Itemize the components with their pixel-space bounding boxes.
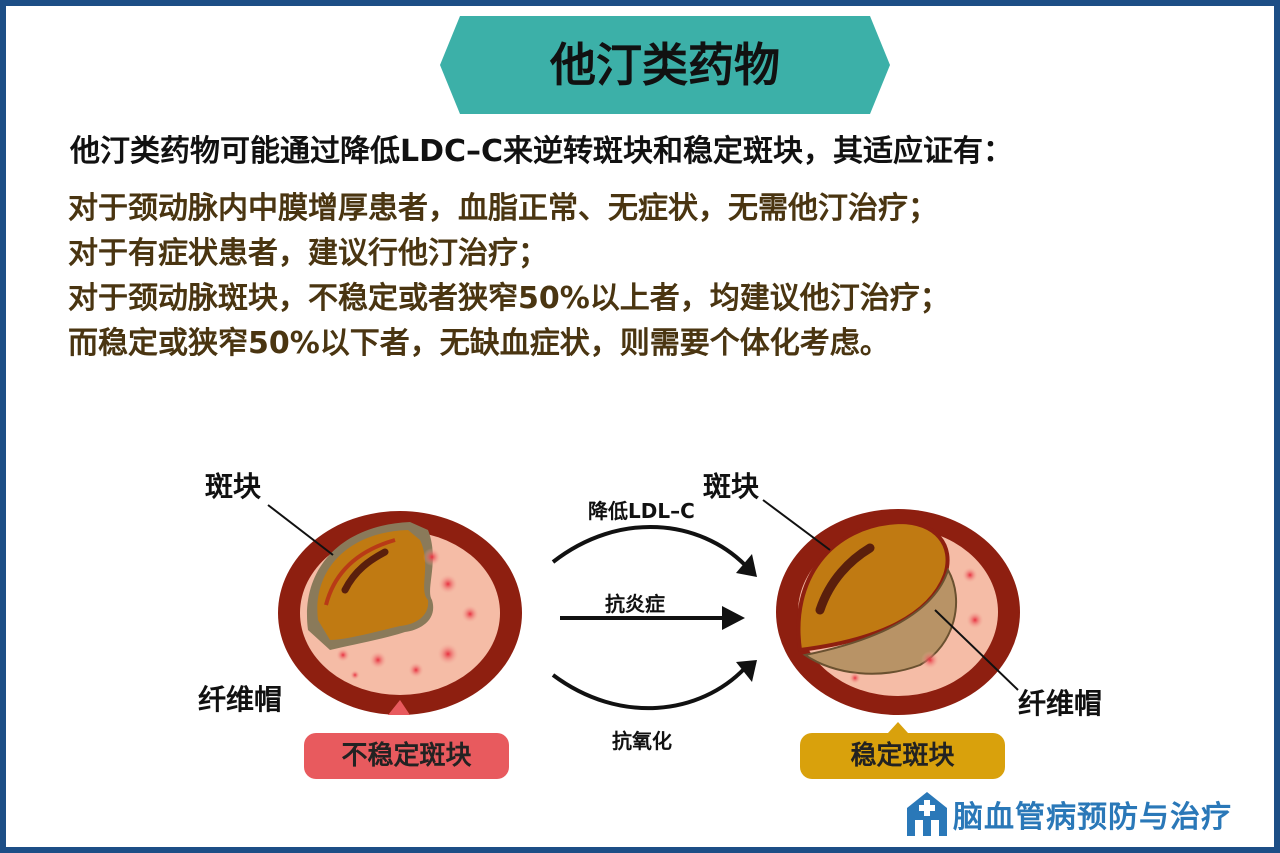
stable-plaque-badge: 稳定斑块 — [800, 733, 1005, 779]
banner-shape — [440, 16, 890, 114]
arrow-label-antioxidation: 抗氧化 — [612, 729, 672, 753]
intro-text: 他汀类药物可能通过降低LDC–C来逆转斑块和稳定斑块，其适应证有： — [70, 134, 1014, 169]
arrow-label-anti-inflammation: 抗炎症 — [605, 592, 665, 616]
title-banner: 他汀类药物 — [440, 16, 890, 114]
brand-name: 脑血管病预防与治疗 — [953, 800, 1232, 835]
indication-item: 对于颈动脉内中膜增厚患者，血脂正常、无症状，无需他汀治疗； — [68, 191, 938, 226]
indication-item: 对于有症状患者，建议行他汀治疗； — [68, 236, 548, 271]
indication-item: 对于颈动脉斑块，不稳定或者狭窄50%以上者，均建议他汀治疗； — [68, 281, 950, 316]
stable-plaque-vessel — [776, 509, 1020, 715]
right-plaque-label: 斑块 — [703, 470, 760, 503]
arrows — [551, 525, 747, 711]
right-cap-label: 纤维帽 — [1018, 687, 1103, 720]
hospital-house-icon — [907, 792, 947, 836]
unstable-plaque-vessel — [278, 511, 522, 715]
indications-list: 对于颈动脉内中膜增厚患者，血脂正常、无症状，无需他汀治疗； 对于有症状患者，建议… — [68, 186, 950, 366]
indication-item: 而稳定或狭窄50%以下者，无缺血症状，则需要个体化考虑。 — [68, 326, 890, 361]
left-cap-label: 纤维帽 — [198, 683, 283, 716]
arrow-head-icon — [722, 606, 745, 630]
page-title: 他汀类药物 — [550, 38, 780, 92]
arrow-head-icon — [736, 660, 757, 682]
arrow-head-icon — [736, 554, 757, 577]
unstable-plaque-badge: 不稳定斑块 — [304, 733, 509, 779]
left-plaque-label: 斑块 — [205, 470, 262, 503]
arrow-label-ldl: 降低LDL–C — [588, 499, 695, 523]
brand-logo: 脑血管病预防与治疗 — [905, 790, 1232, 838]
